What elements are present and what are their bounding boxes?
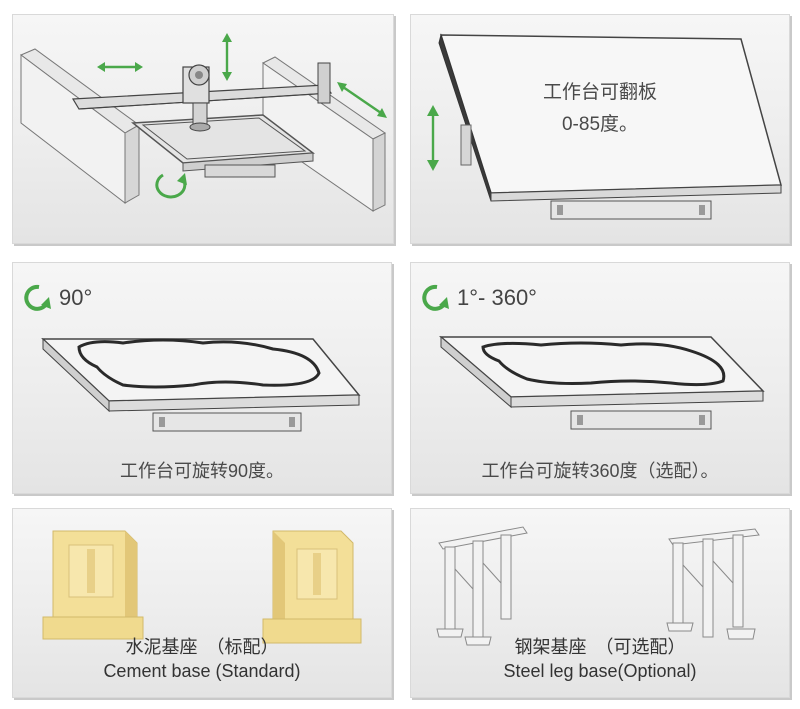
steel-frame-left	[436, 526, 528, 646]
rotate-360-illustration	[422, 284, 765, 430]
rotate-90-illustration	[24, 284, 361, 432]
cement-base-caption-en: Cement base (Standard)	[103, 661, 301, 681]
steel-base-caption-cn: 钢架基座 （可选配）	[514, 637, 686, 657]
steel-leg-base-illustration	[436, 526, 760, 646]
panel-rotate-360: 1°- 360° 工作台可旋转360度（选配）。	[410, 262, 790, 494]
cement-base-caption-cn: 水泥基座 （标配）	[125, 637, 279, 657]
tilt-range: 0-85度。	[561, 114, 639, 135]
panel-bridge-machine	[12, 14, 394, 244]
steel-base-caption-en: Steel leg base(Optional)	[503, 661, 697, 681]
rotate-90-angle: 90°	[59, 285, 93, 310]
bridge-machine-illustration	[20, 33, 387, 212]
panel-steel-leg-base: 钢架基座 （可选配） Steel leg base(Optional)	[410, 508, 790, 698]
steel-frame-right	[666, 528, 760, 640]
cement-block-left	[42, 530, 144, 640]
rotate-360-caption: 工作台可旋转360度（选配）。	[481, 461, 719, 481]
panel-cement-base: 水泥基座 （标配） Cement base (Standard)	[12, 508, 392, 698]
cement-block-right	[262, 530, 362, 644]
tilting-table-illustration	[427, 33, 782, 220]
tilt-title: 工作台可翻板	[542, 82, 657, 103]
rotate-90-caption: 工作台可旋转90度。	[119, 461, 285, 481]
cement-base-illustration	[42, 530, 362, 644]
panel-rotate-90: 90° 工作台可旋转90度。	[12, 262, 392, 494]
panel-tilting-table: 工作台可翻板 0-85度。	[410, 14, 790, 244]
rotate-360-angle: 1°- 360°	[457, 285, 537, 310]
